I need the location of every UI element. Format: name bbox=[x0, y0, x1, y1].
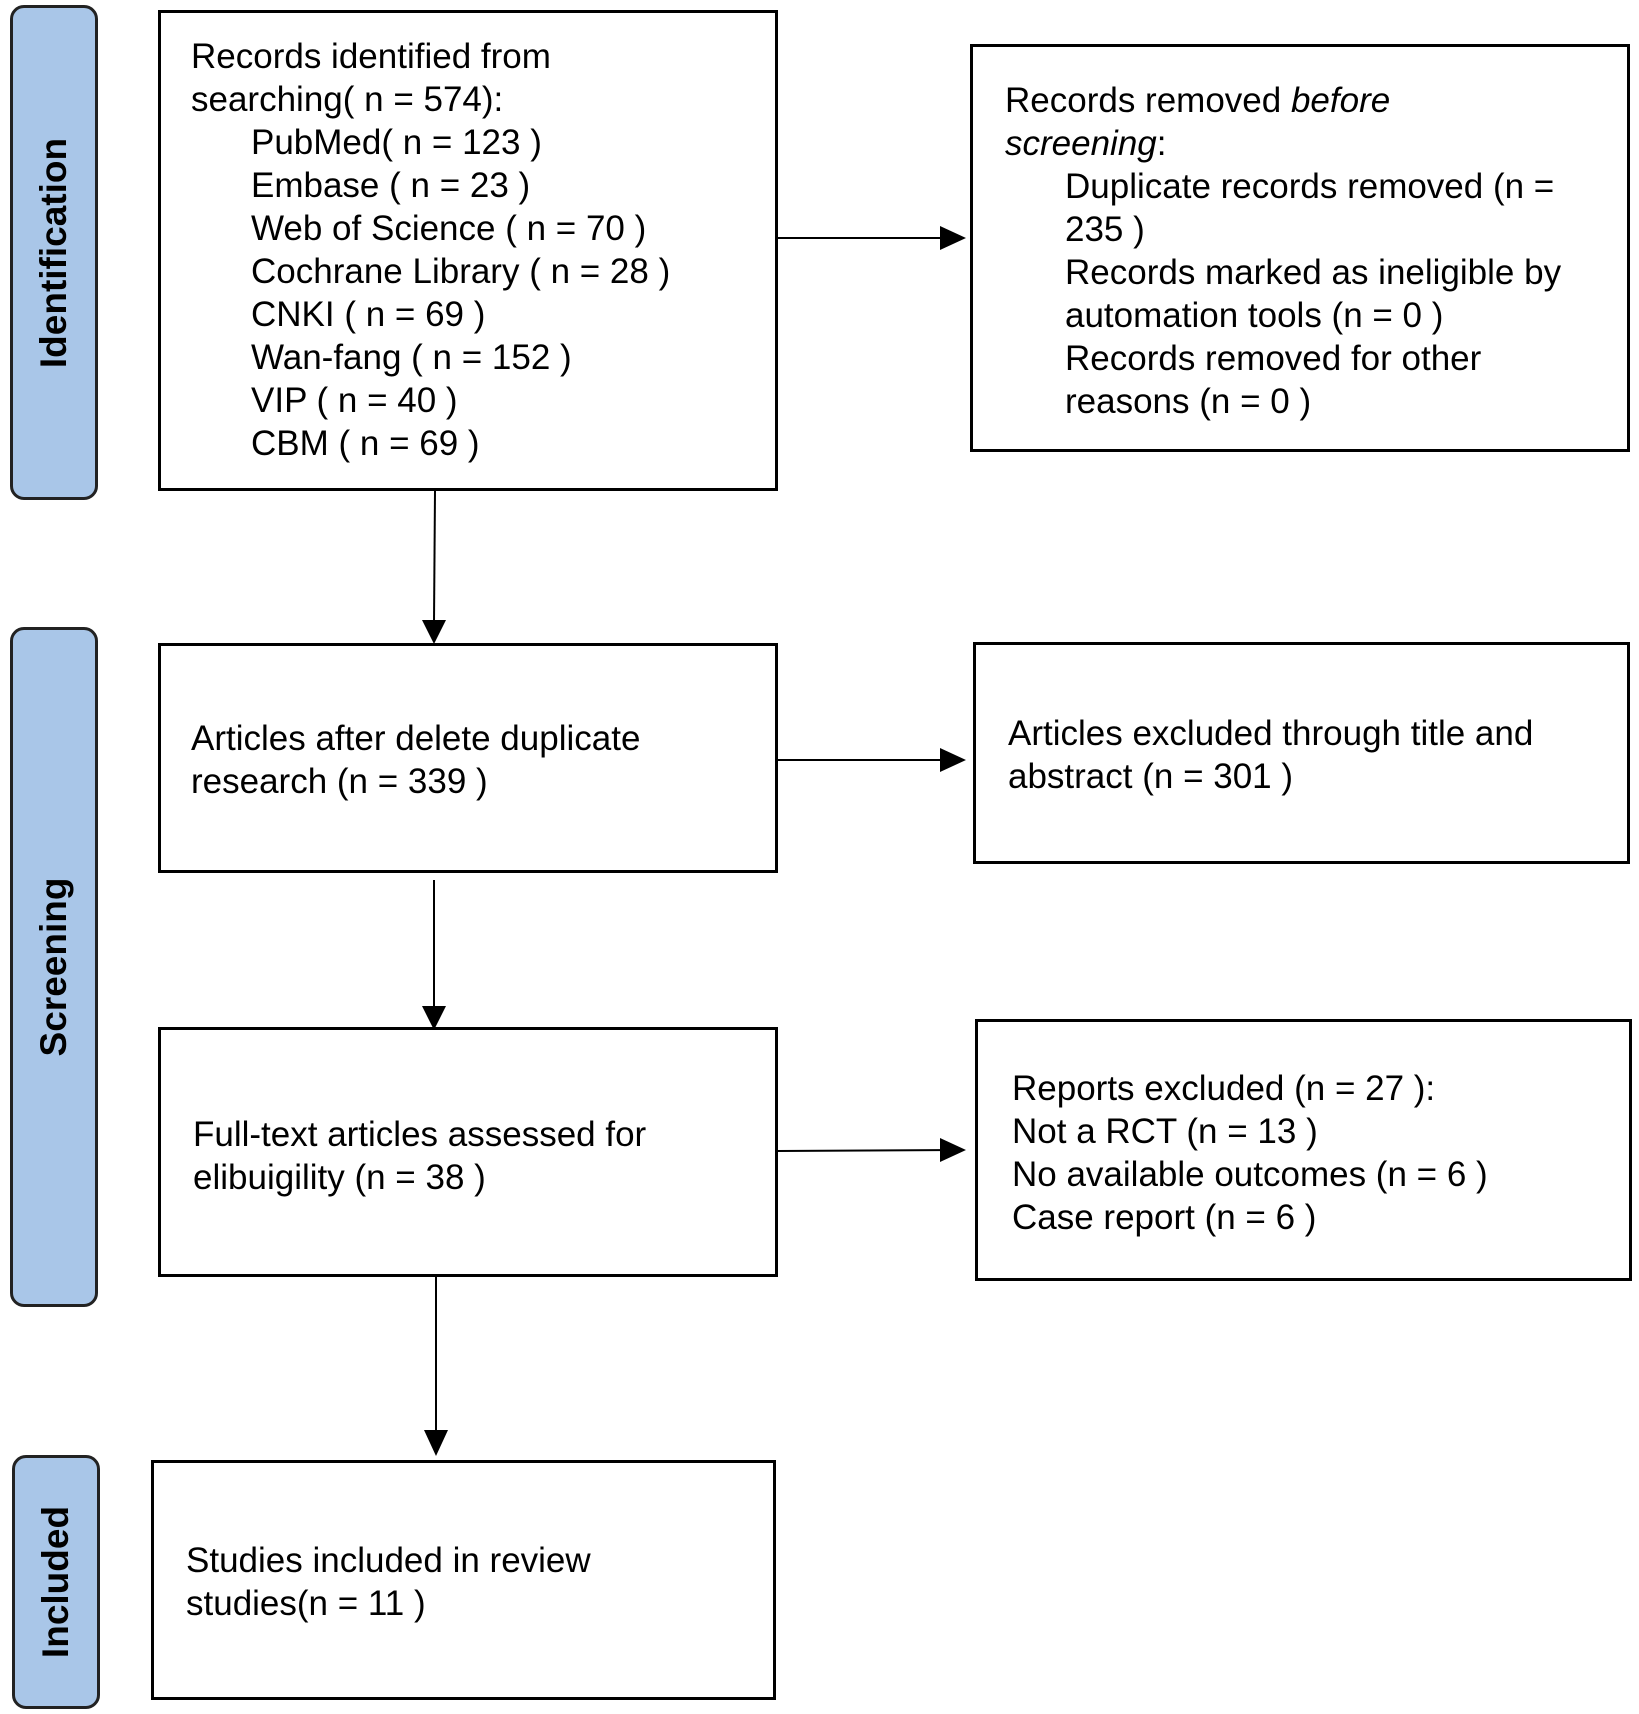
reports-excluded-no-outcomes: No available outcomes (n = 6 ) bbox=[1012, 1155, 1488, 1194]
removed-automation: Records marked as ineligible by automati… bbox=[1065, 253, 1562, 335]
fulltext-box: Full-text articles assessed for elibuigi… bbox=[158, 1027, 778, 1277]
records-identified-heading-1: Records identified from bbox=[191, 37, 551, 76]
phase-screening: Screening bbox=[10, 627, 98, 1307]
reports-excluded-heading: Reports excluded (n = 27 ): bbox=[1012, 1069, 1436, 1108]
source-cochrane: Cochrane Library ( n = 28 ) bbox=[251, 252, 671, 291]
excluded-title-box: Articles excluded through title and abst… bbox=[973, 642, 1630, 864]
source-pubmed: PubMed( n = 123 ) bbox=[251, 123, 542, 162]
removed-other: Records removed for other reasons (n = 0… bbox=[1065, 339, 1482, 421]
arrowhead-excluded bbox=[940, 748, 966, 772]
records-removed-box: Records removed before screening: Duplic… bbox=[970, 44, 1630, 452]
reports-excluded-case-report: Case report (n = 6 ) bbox=[1012, 1198, 1317, 1237]
arrow-identified-to-screening bbox=[433, 490, 436, 623]
arrow-fulltext-to-reports bbox=[777, 1149, 959, 1152]
included-box: Studies included in review studies(n = 1… bbox=[151, 1460, 776, 1700]
included-line-1: Studies included in review bbox=[186, 1541, 591, 1580]
source-cnki: CNKI ( n = 69 ) bbox=[251, 295, 486, 334]
reports-excluded-box: Reports excluded (n = 27 ): Not a RCT (n… bbox=[975, 1019, 1632, 1281]
phase-included: Included bbox=[12, 1455, 100, 1709]
arrowhead-reports bbox=[940, 1138, 966, 1162]
source-vip: VIP ( n = 40 ) bbox=[251, 381, 458, 420]
source-web-of-science: Web of Science ( n = 70 ) bbox=[251, 209, 647, 248]
fulltext-line-2: elibuigility (n = 38 ) bbox=[193, 1158, 486, 1197]
arrowhead-screening bbox=[422, 620, 446, 644]
arrowhead-included bbox=[424, 1430, 448, 1456]
fulltext-line-1: Full-text articles assessed for bbox=[193, 1115, 647, 1154]
records-identified-box: Records identified from searching( n = 5… bbox=[158, 10, 778, 491]
records-identified-heading-2: searching( n = 574): bbox=[191, 80, 504, 119]
excluded-title-line-1: Articles excluded through title and bbox=[1008, 714, 1534, 753]
source-cbm: CBM ( n = 69 ) bbox=[251, 424, 480, 463]
after-duplicates-line-1: Articles after delete duplicate bbox=[191, 719, 641, 758]
phase-identification: Identification bbox=[10, 5, 98, 500]
after-duplicates-line-2: research (n = 339 ) bbox=[191, 762, 488, 801]
records-removed-heading-2: screening: bbox=[1005, 124, 1167, 163]
source-embase: Embase ( n = 23 ) bbox=[251, 166, 531, 205]
arrowhead-removed bbox=[940, 226, 966, 250]
included-line-2: studies(n = 11 ) bbox=[186, 1584, 426, 1623]
reports-excluded-not-rct: Not a RCT (n = 13 ) bbox=[1012, 1112, 1318, 1151]
arrowhead-fulltext bbox=[422, 1006, 446, 1030]
records-removed-heading-1: Records removed before bbox=[1005, 81, 1391, 120]
after-duplicates-box: Articles after delete duplicate research… bbox=[158, 643, 778, 873]
excluded-title-line-2: abstract (n = 301 ) bbox=[1008, 757, 1294, 796]
removed-duplicates: Duplicate records removed (n = 235 ) bbox=[1065, 167, 1555, 249]
source-wanfang: Wan-fang ( n = 152 ) bbox=[251, 338, 572, 377]
